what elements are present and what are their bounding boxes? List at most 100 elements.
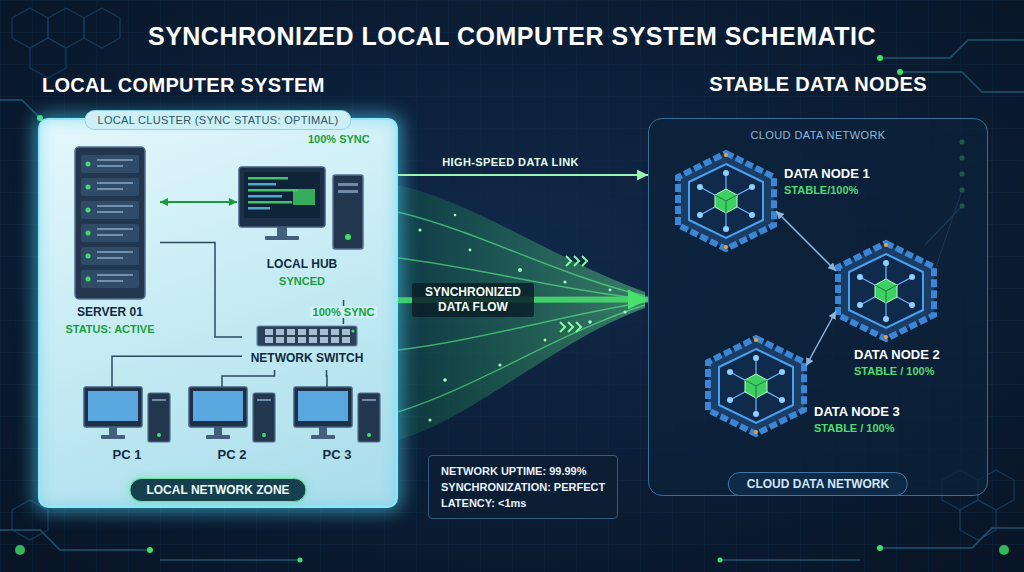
hex-icon-part	[697, 212, 703, 218]
decor-path	[398, 258, 645, 299]
hex-icon-part	[884, 243, 888, 247]
decor-g	[398, 212, 645, 412]
server-icon-part	[81, 201, 139, 219]
decor-circle	[518, 268, 522, 272]
sync-status: 100% SYNC	[308, 133, 370, 145]
server-icon-part	[97, 205, 133, 207]
server-icon-part	[81, 155, 139, 173]
hex-icon-part	[857, 302, 863, 308]
server-icon-part	[86, 208, 91, 213]
hub-icon-part	[338, 190, 358, 193]
pc-icon-part	[157, 433, 161, 437]
hex-icon-part	[875, 285, 897, 303]
hub-icon-part	[244, 172, 320, 218]
pc-icon	[84, 387, 170, 442]
stat-line: NETWORK UPTIME: 99.99%	[441, 463, 605, 479]
hex-icon-part	[715, 195, 737, 213]
network-pill: CLOUD DATA NETWORK	[728, 472, 908, 496]
server-icon-part	[81, 224, 139, 242]
decor-circle	[469, 249, 472, 252]
pc-icon-part	[358, 393, 380, 442]
hex-icon-part	[708, 338, 804, 434]
hex-icon-part	[689, 164, 763, 238]
server-icon-part	[86, 185, 91, 190]
hex-icon-part	[884, 335, 888, 339]
server-icon-part	[81, 247, 139, 265]
switch-icon-part	[342, 337, 350, 343]
hub-icon-part	[333, 175, 363, 249]
switch-icon-part	[257, 326, 357, 346]
server-icon-part	[97, 280, 123, 282]
node-label: PC 3	[287, 447, 387, 462]
server-node: SERVER 01STATUS: ACTIVE	[60, 147, 160, 342]
pc-icon	[294, 387, 380, 442]
hub-icon-part	[248, 207, 270, 210]
decor-path	[398, 212, 645, 296]
connector	[398, 174, 648, 176]
node-label: DATA NODE 3	[814, 404, 900, 419]
pc-icon-part	[88, 391, 138, 421]
connector-label: HIGH-SPEED DATA LINK	[442, 156, 579, 168]
status-text: STABLE / 100%	[814, 422, 895, 434]
hex-icon-part	[857, 274, 863, 280]
switch-icon-part	[265, 329, 273, 335]
connector	[326, 370, 328, 387]
hex-icon-part	[723, 170, 729, 176]
hex-icon-part	[724, 245, 728, 249]
server-icon-part	[97, 159, 133, 161]
local-cluster-box: LOCAL COMPUTER SYSTEMLOCAL CLUSTER (SYNC…	[38, 118, 398, 508]
decor-path	[0, 100, 40, 118]
pc-icon-part	[189, 387, 247, 427]
data-node-hexagon: DATA NODE 1STABLE/100%	[676, 151, 776, 251]
hex-icon-part	[724, 153, 728, 157]
corner-hexagons	[12, 8, 1014, 540]
decor-circle	[418, 228, 421, 231]
decor-path	[566, 256, 587, 266]
pc-icon	[189, 387, 275, 442]
pc-icon-part	[84, 387, 142, 427]
server-icon-part	[97, 257, 123, 259]
connector	[806, 311, 836, 366]
switch-icon-part	[320, 337, 328, 343]
decor-path	[720, 559, 860, 561]
hex-icon-part	[697, 184, 703, 190]
node-label: PC 2	[182, 447, 282, 462]
hub-icon-part	[248, 201, 292, 204]
switch-node: NETWORK SWITCH	[242, 324, 372, 370]
hex-icon-part	[754, 430, 758, 434]
pc-node: PC 1	[77, 387, 177, 467]
pc-icon-part	[257, 399, 271, 401]
pc-icon-part	[311, 435, 335, 439]
decor-polygon	[30, 38, 66, 78]
hex-icon-part	[719, 349, 793, 423]
status-text: STATUS: ACTIVE	[60, 323, 160, 335]
switch-icon-part	[276, 329, 284, 335]
decor-g	[418, 214, 626, 422]
switch-icon-part	[342, 329, 350, 335]
hex-icon-part	[723, 226, 729, 232]
server-icon-part	[81, 270, 139, 288]
server-icon-part	[97, 165, 123, 167]
connector-label: 100% SYNC	[310, 306, 378, 318]
pc-icon-part	[189, 387, 275, 442]
hex-icon-part	[754, 338, 758, 342]
switch-icon-part	[331, 337, 339, 343]
switch-icon-part	[257, 326, 357, 346]
server-icon-part	[97, 274, 133, 276]
hex-icon-part	[745, 380, 767, 398]
decor-circle	[999, 545, 1009, 555]
connector	[160, 243, 242, 337]
pc-icon-part	[262, 433, 266, 437]
circuit-dots	[15, 55, 1009, 563]
hex-icon-part	[753, 355, 759, 361]
cloud-network-box: STABLE DATA NODESCLOUD DATA NETWORKCLOUD…	[648, 118, 988, 496]
network-caption: CLOUD DATA NETWORK	[649, 129, 987, 141]
server-icon-part	[97, 211, 123, 213]
pc-icon-part	[206, 435, 230, 439]
decor-path	[560, 322, 581, 332]
hex-icon-part	[779, 369, 785, 375]
switch-icon-part	[352, 330, 355, 333]
hex-icon-part	[708, 338, 804, 434]
pc-icon-part	[214, 427, 222, 435]
